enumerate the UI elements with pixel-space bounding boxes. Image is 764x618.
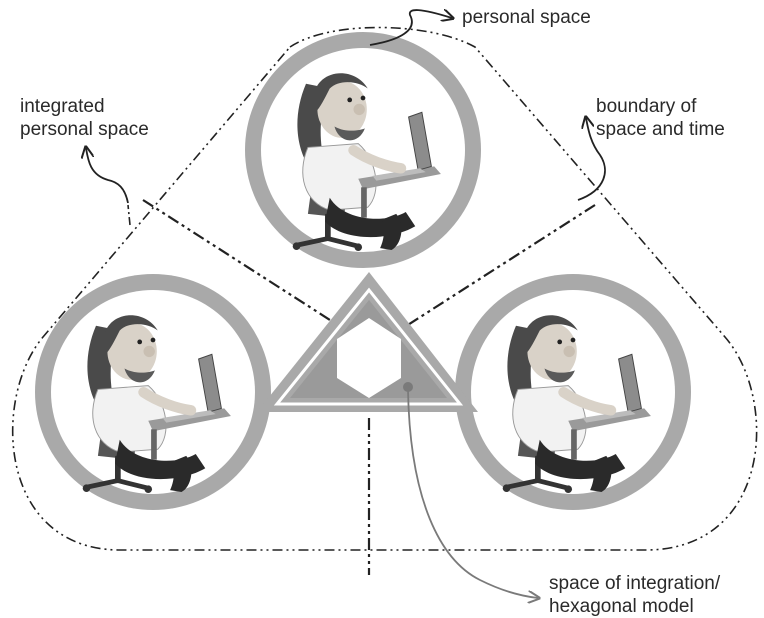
label-boundary: boundary of space and time (596, 95, 725, 141)
integration-triangle (257, 272, 478, 412)
label-integration: space of integration/ hexagonal model (549, 572, 720, 618)
label-personal-space: personal space (462, 6, 591, 29)
label-line: space and time (596, 118, 725, 141)
arrow-integrated-personal-space (86, 148, 128, 203)
label-integrated-personal-space: integrated personal space (20, 95, 149, 141)
label-line: space of integration/ (549, 572, 720, 595)
label-line: integrated (20, 95, 149, 118)
label-line: personal space (20, 118, 149, 141)
label-line: boundary of (596, 95, 725, 118)
label-line: hexagonal model (549, 595, 720, 618)
